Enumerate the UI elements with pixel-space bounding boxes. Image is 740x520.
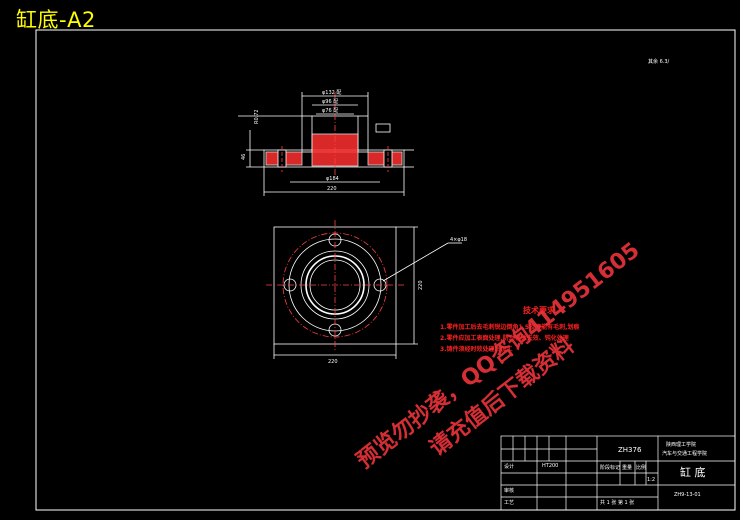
roughness-note: 其余 6.3/ <box>648 58 670 65</box>
tb-part-name: 缸 底 <box>680 465 706 479</box>
section-view <box>238 92 414 196</box>
tb-part-number: ZH376 <box>618 446 642 454</box>
tb-sheet: 共 1 张 第 1 张 <box>600 499 634 506</box>
tb-designer: 设计 <box>504 463 514 470</box>
plan-view <box>266 220 462 359</box>
dim-left-h1: R0.72 <box>254 109 260 124</box>
tb-company-l2: 汽车与交通工程学院 <box>662 450 707 457</box>
dim-inner-d2: φ76 配 <box>322 108 338 114</box>
tech-line-3: 3.铸件须经时效处理后加工 <box>440 345 512 353</box>
tb-ratio: 比例 <box>636 464 646 471</box>
tech-heading: 技术要求 <box>523 305 556 315</box>
tech-line-2: 2.零件应加工表面处理,防止锈蚀失效、钝化处理 <box>440 334 569 342</box>
dim-bottom-d: φ184 <box>326 176 339 182</box>
tb-drawing-no: ZH9-13-01 <box>674 492 701 498</box>
tech-line-1: 1.零件加工后去毛刺锐边倒角1.5及不能有毛刺,划痕 <box>440 323 580 331</box>
dim-top-width: φ132 配 <box>322 90 341 96</box>
watermark: 预览勿抄袭，QQ咨询414951605 请充值后下载资料 <box>352 237 645 474</box>
tb-weight: 重量 <box>622 464 632 471</box>
dim-inner-d1: φ96 配 <box>322 99 338 105</box>
tb-process: 工艺 <box>504 500 514 506</box>
tb-scale: 1:2 <box>647 477 655 483</box>
tb-material: HT200 <box>542 463 558 469</box>
tb-stage: 阶段标记 <box>600 464 620 471</box>
dim-left-h2: 46 <box>241 154 247 160</box>
dim-plan-h: 220 <box>418 280 424 290</box>
dim-hole-note: 4×φ18 <box>450 237 467 243</box>
drawing-title: 缸底-A2 <box>16 8 96 32</box>
dim-overall-w: 220 <box>327 186 337 192</box>
tb-checker: 审核 <box>504 487 514 494</box>
tb-company-l1: 陕西理工学院 <box>666 441 696 448</box>
dim-plan-w: 220 <box>328 359 338 365</box>
title-block <box>500 435 736 511</box>
sheet-border <box>35 29 736 511</box>
